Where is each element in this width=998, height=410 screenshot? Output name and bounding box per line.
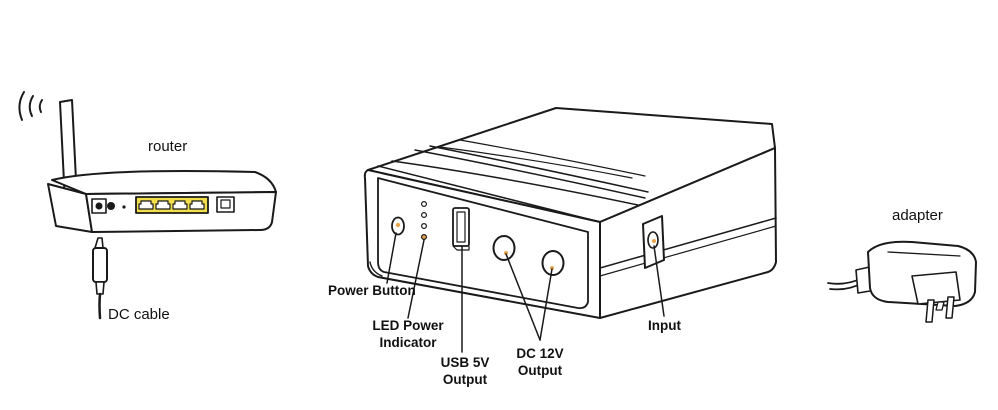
- dc-output-label: DC 12V Output: [508, 345, 572, 379]
- power-button-label: Power Button: [328, 283, 416, 298]
- dc-cable-label: DC cable: [108, 306, 170, 323]
- led-power-indicator-label: LED Power Indicator: [362, 317, 454, 351]
- wifi-wave-icon: [18, 91, 25, 121]
- dc-output-label-line2: Output: [517, 363, 563, 378]
- led-power-indicator-label-line2: Indicator: [379, 335, 437, 350]
- input-label: Input: [648, 318, 681, 333]
- power-button-dot: [395, 222, 401, 228]
- dc-output-label-line1: DC 12V: [516, 346, 564, 361]
- ups-device-illustration: [363, 107, 777, 353]
- usb-output-label-line1: USB 5V: [440, 355, 490, 370]
- led-power-indicator: [421, 234, 428, 241]
- adapter-label: adapter: [892, 207, 943, 224]
- router-label: router: [148, 138, 188, 155]
- led-power-indicator-label-line1: LED Power: [372, 318, 444, 333]
- usb-output-label-line2: Output: [442, 372, 488, 387]
- adapter-illustration: [827, 240, 977, 323]
- dc-cable-illustration: [92, 237, 108, 320]
- usb-output-label: USB 5V Output: [430, 354, 500, 388]
- router-illustration: [18, 91, 277, 233]
